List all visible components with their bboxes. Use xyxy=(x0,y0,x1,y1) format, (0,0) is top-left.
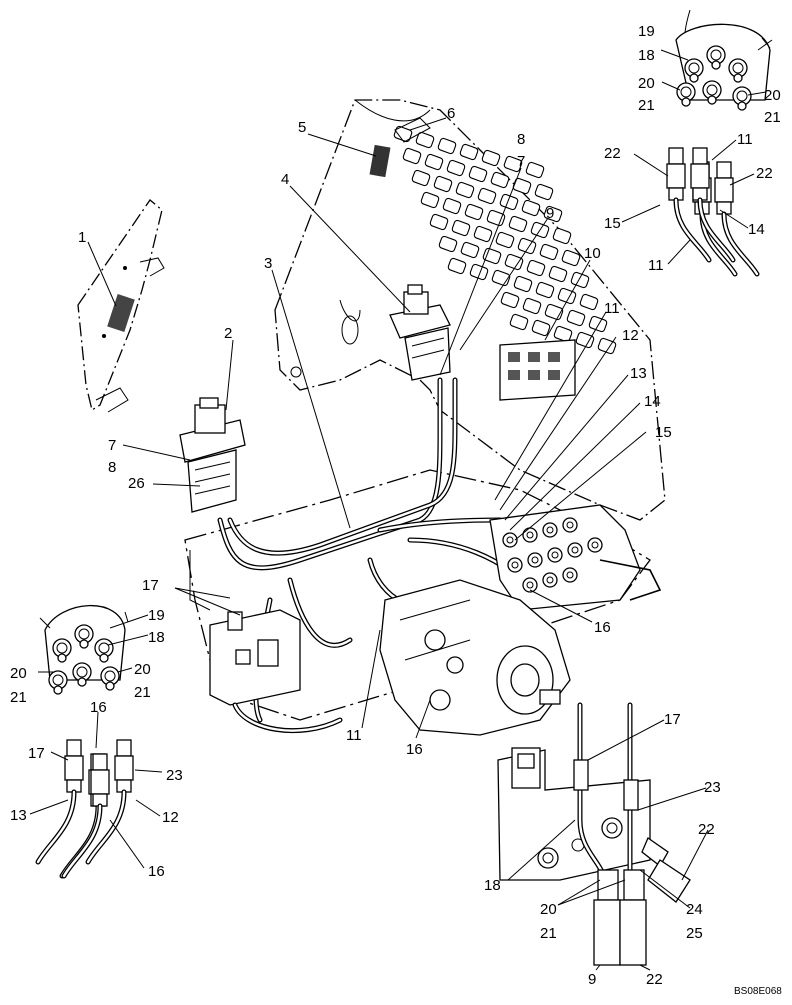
callout-3: 3 xyxy=(264,255,272,272)
callout-8: 8 xyxy=(517,131,525,148)
callout-11: 11 xyxy=(604,300,620,317)
inset-left-fittings xyxy=(39,604,129,695)
callout-22-br: 22 xyxy=(698,821,715,838)
callout-22-tr2: 22 xyxy=(756,165,773,182)
callout-7: 7 xyxy=(517,153,525,170)
callout-22-tr: 22 xyxy=(604,145,621,162)
callout-17-l: 17 xyxy=(28,745,45,762)
hydraulic-pump xyxy=(379,579,571,736)
callout-19-l: 19 xyxy=(148,607,165,624)
callout-9-br: 9 xyxy=(588,971,596,988)
inset-bottom-right-block xyxy=(497,702,691,966)
callout-16: 16 xyxy=(594,619,611,636)
callout-16-l: 16 xyxy=(90,699,107,716)
callout-18-br: 18 xyxy=(484,877,501,894)
callout-19-tr: 19 xyxy=(638,23,655,40)
left-hand-control xyxy=(179,397,246,513)
callout-21-l: 21 xyxy=(10,689,27,706)
callout-23-l: 23 xyxy=(166,767,183,784)
callout-13: 13 xyxy=(630,365,647,382)
left-valve-block xyxy=(209,609,343,734)
callout-7-left: 7 xyxy=(108,437,116,454)
callout-24: 24 xyxy=(686,901,703,918)
callout-11-pump: 11 xyxy=(346,727,362,744)
inset-left-hoses xyxy=(35,739,134,879)
callout-15-tr: 15 xyxy=(604,215,621,232)
callout-18-tr: 18 xyxy=(638,47,655,64)
callout-21-tr2: 21 xyxy=(764,109,781,126)
callout-16-l2: 16 xyxy=(148,863,165,880)
callout-26: 26 xyxy=(128,475,145,492)
callout-20-tr2: 20 xyxy=(764,87,781,104)
callout-17: 17 xyxy=(142,577,159,594)
callout-21-br: 21 xyxy=(540,925,557,942)
callout-4: 4 xyxy=(281,171,289,188)
callout-12: 12 xyxy=(622,327,639,344)
callout-16-pump: 16 xyxy=(406,741,423,758)
callout-6: 6 xyxy=(447,105,455,122)
callout-13-l: 13 xyxy=(10,807,27,824)
leader-lines xyxy=(29,49,767,971)
callout-18-l: 18 xyxy=(148,629,165,646)
callout-23-br: 23 xyxy=(704,779,721,796)
callout-labels: 1 2 3 4 5 6 7 8 9 10 11 12 13 14 15 7 8 … xyxy=(10,23,782,997)
callout-14: 14 xyxy=(644,393,661,410)
inset-top-right-fittings xyxy=(675,9,773,111)
callout-20-l2: 20 xyxy=(134,661,151,678)
callout-2: 2 xyxy=(224,325,232,342)
callout-20-br: 20 xyxy=(540,901,557,918)
rear-grille-panel xyxy=(274,99,666,521)
callout-11-tr: 11 xyxy=(737,131,753,148)
callout-5: 5 xyxy=(298,119,306,136)
callout-22-br2: 22 xyxy=(646,971,663,988)
side-bracket-panel xyxy=(77,199,165,413)
callout-21-tr: 21 xyxy=(638,97,655,114)
inset-top-right-hoses xyxy=(666,147,760,277)
callout-1: 1 xyxy=(78,229,86,246)
control-valve xyxy=(489,504,662,611)
callout-20-tr: 20 xyxy=(638,75,655,92)
right-hand-control xyxy=(389,284,451,381)
callout-9: 9 xyxy=(546,205,554,222)
callout-17-br: 17 xyxy=(664,711,681,728)
drawing-code: BS08E068 xyxy=(734,986,782,997)
structure-drawing xyxy=(77,99,666,736)
callout-21-l2: 21 xyxy=(134,684,151,701)
callout-14-tr: 14 xyxy=(748,221,765,238)
callout-10: 10 xyxy=(584,245,601,262)
callout-11-tr2: 11 xyxy=(648,257,664,274)
callout-12-l: 12 xyxy=(162,809,179,826)
callout-15: 15 xyxy=(655,424,672,441)
callout-20-l: 20 xyxy=(10,665,27,682)
decal-plate xyxy=(499,339,576,401)
valve-ports xyxy=(502,517,603,593)
callout-8-left: 8 xyxy=(108,459,116,476)
callout-25: 25 xyxy=(686,925,703,942)
